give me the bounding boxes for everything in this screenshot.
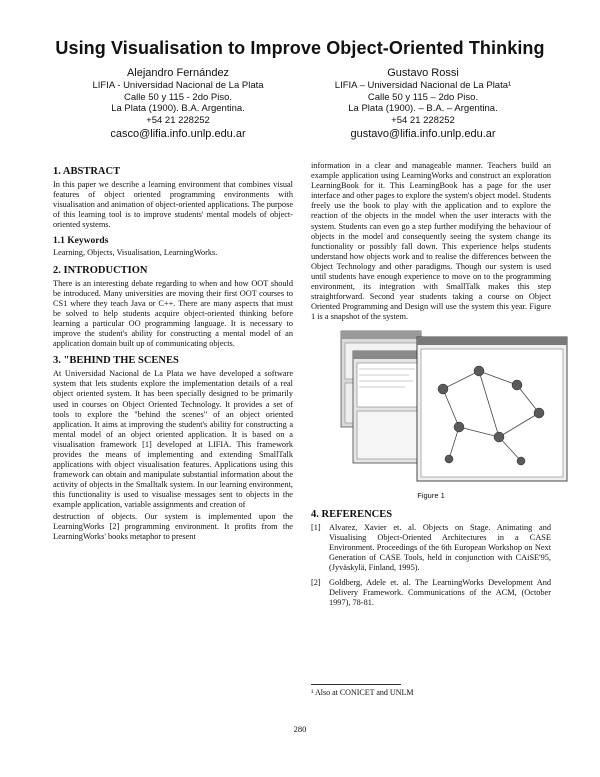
author-email[interactable]: casco@lifia.info.unlp.edu.ar (110, 128, 246, 140)
footnote-text: ¹ Also at CONICET and UNLM (311, 688, 414, 697)
body-text-continued: information in a clear and manageable ma… (311, 161, 551, 322)
author-block-1: Alejandro Fernández LIFIA - Universidad … (60, 66, 296, 142)
author-phone: +54 21 228252 (391, 114, 455, 126)
paper-title: Using Visualisation to Improve Object-Or… (55, 38, 545, 58)
footnote: ¹ Also at CONICET and UNLM (311, 684, 551, 698)
abstract-heading: 1. ABSTRACT (53, 166, 121, 177)
author-address-line: La Plata (1900). – B.A. – Argentina. (348, 103, 498, 114)
system-snapshot-graphic (340, 330, 568, 481)
keywords-heading: 1.1 Keywords (53, 236, 109, 247)
author-email[interactable]: gustavo@lifia.info.unlp.edu.ar (350, 128, 496, 140)
author-affiliation: LIFIA - Universidad Nacional de La Plata (92, 80, 264, 91)
author-address-line: Calle 50 y 115 - 2do Piso. (123, 91, 233, 103)
author-name: Alejandro Fernández (126, 67, 230, 79)
references-heading: 4. REFERENCES (311, 508, 393, 520)
author-phone: +54 21 228252 (146, 114, 210, 126)
reference-item: [1] Alvarez, Xavier et. al. Objects on S… (311, 523, 551, 573)
author-affiliation: LIFIA – Universidad Nacional de La Plata… (334, 80, 512, 91)
author-address-line: La Plata (1900). B.A. Argentina. (111, 103, 245, 114)
abstract-text: In this paper we describe a learning env… (53, 180, 293, 230)
page-number: 280 (293, 724, 307, 734)
footnote-rule (311, 684, 401, 685)
introduction-heading: 2. INTRODUCTION (53, 264, 148, 276)
figure-1-screenshot (339, 329, 571, 485)
behind-the-scenes-heading: 3. "BEHIND THE SCENES (53, 355, 179, 367)
introduction-text: There is an interesting debate regarding… (53, 278, 293, 349)
figure-caption: Figure 1 (417, 490, 445, 500)
author-block-2: Gustavo Rossi LIFIA – Universidad Nacion… (298, 66, 548, 142)
reference-item: [2] Goldberg, Adele et. al. The Learning… (311, 578, 551, 608)
reference-number: [2] (311, 578, 321, 588)
reference-number: [1] (311, 522, 321, 532)
reference-text: Goldberg, Adele et. al. The LearningWork… (329, 578, 551, 608)
author-address-line: Calle 50 y 115 – 2do Piso. (367, 91, 479, 103)
left-column: 1. ABSTRACT In this paper we describe a … (53, 166, 293, 548)
right-column: information in a clear and manageable ma… (311, 161, 568, 613)
behind-the-scenes-text: At Universidad Nacional de La Plata we h… (53, 369, 293, 510)
reference-text: Alvarez, Xavier et. al. Objects on Stage… (329, 522, 551, 572)
behind-the-scenes-continued: destruction of objects. Our system is im… (53, 511, 293, 541)
keywords-text: Learning, Objects, Visualisation, Learni… (53, 248, 218, 258)
author-name: Gustavo Rossi (387, 67, 459, 79)
